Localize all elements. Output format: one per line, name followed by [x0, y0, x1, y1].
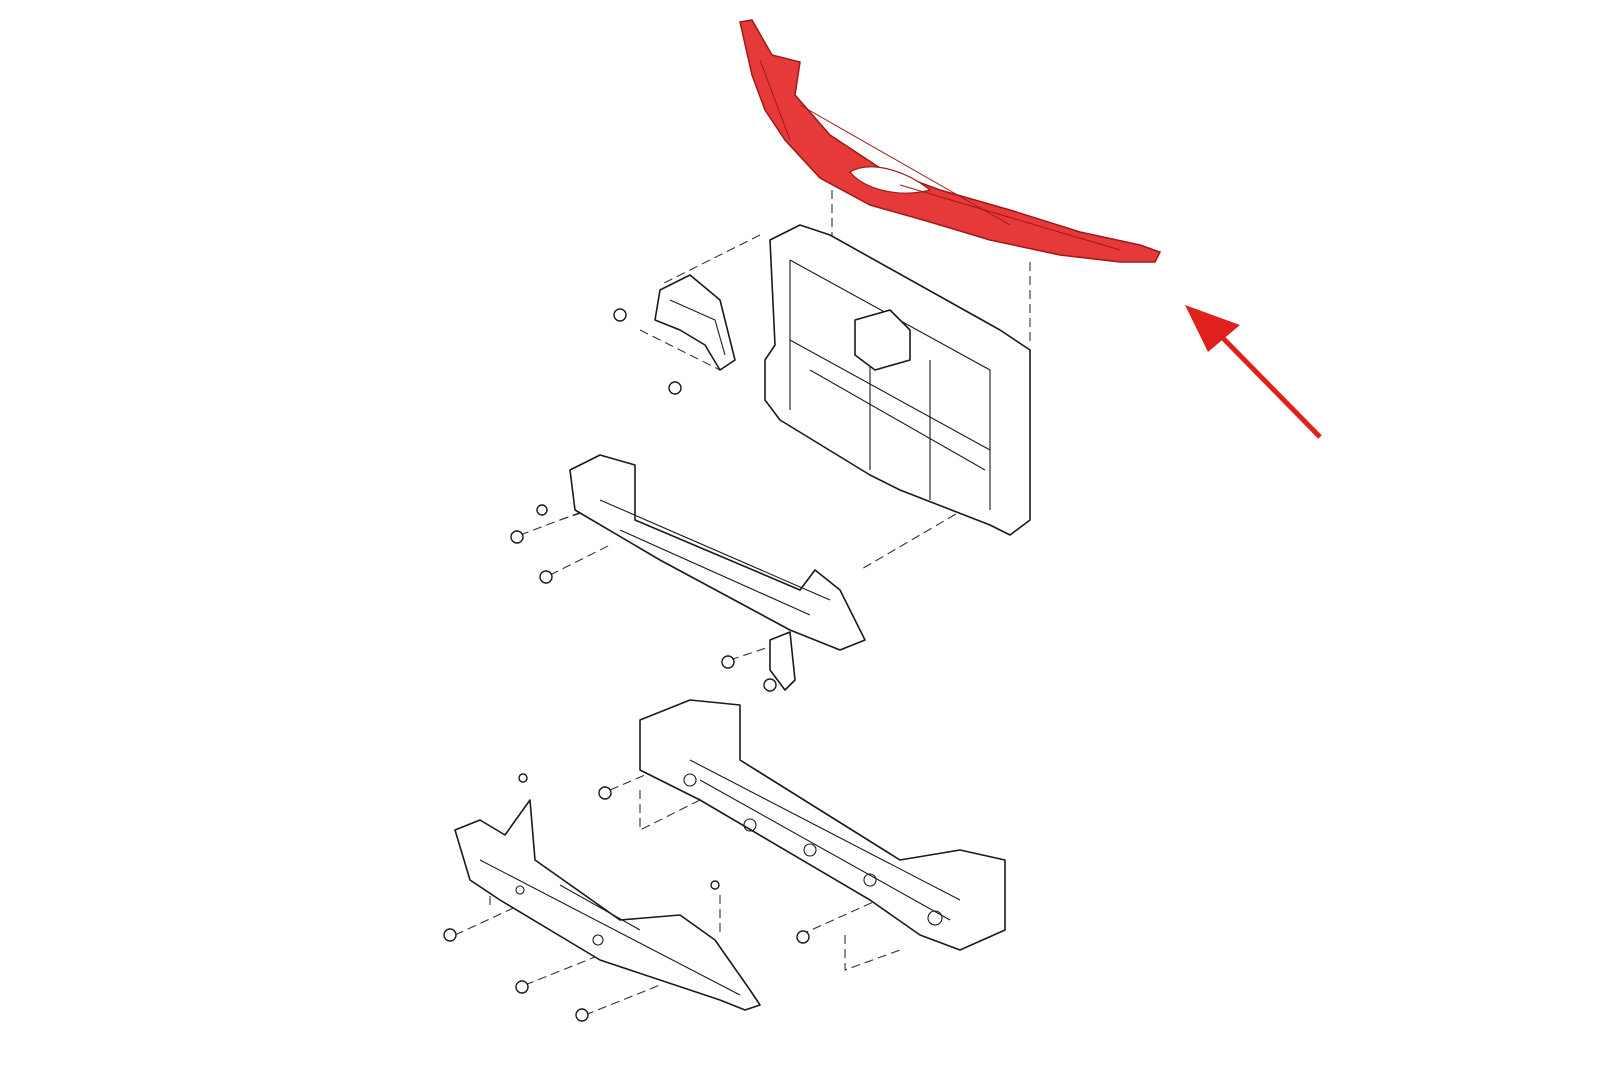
bolt-icon — [598, 786, 612, 800]
lower-crossmember — [569, 454, 866, 691]
bolt-icon — [613, 308, 627, 322]
side-bracket — [654, 274, 736, 371]
bolt-icon — [518, 773, 528, 783]
bolt-icon — [539, 570, 553, 584]
highlighted-upper-tie-bar — [739, 19, 1162, 263]
bolt-icon — [721, 655, 735, 669]
bolt-icon — [668, 381, 682, 395]
upper-panel-shape — [739, 19, 1162, 263]
bolt-icon — [515, 980, 529, 994]
bolt-icon — [763, 678, 777, 692]
bumper-reinforcement — [639, 699, 1006, 951]
bolts — [443, 308, 810, 1022]
bolt-icon — [443, 928, 457, 942]
bolt-icon — [710, 880, 720, 890]
bolt-icon — [510, 530, 524, 544]
bolt-icon — [536, 504, 548, 516]
radiator-support-frame — [764, 224, 1031, 536]
bolt-icon — [575, 1008, 589, 1022]
bolt-icon — [796, 930, 810, 944]
pointer-arrow-icon — [1185, 305, 1322, 439]
energy-absorber — [454, 799, 761, 1011]
